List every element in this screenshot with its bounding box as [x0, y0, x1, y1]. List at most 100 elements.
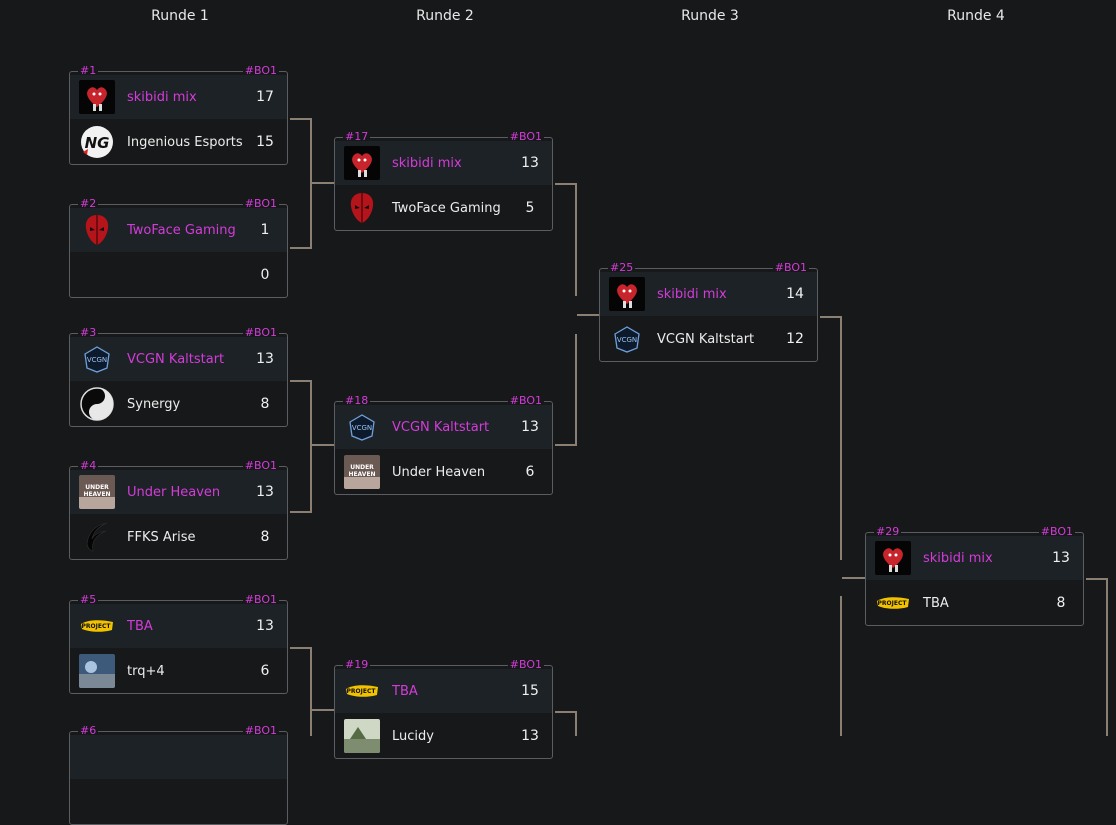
team-row[interactable]: Lucidy 13: [335, 714, 552, 758]
match-format: #BO1: [507, 130, 544, 144]
connector-line: [290, 647, 312, 649]
svg-text:VCGN: VCGN: [352, 424, 372, 432]
connector-line: [312, 709, 334, 711]
team-score: 13: [256, 351, 274, 367]
team-score: 8: [260, 396, 270, 412]
match-id: #25: [608, 261, 636, 275]
team-row[interactable]: FFKS Arise 8: [70, 515, 287, 559]
team-name[interactable]: trq+4: [127, 663, 165, 679]
project-logo: PROJECT: [344, 674, 380, 708]
team-score: 13: [521, 728, 539, 744]
match-id: #29: [874, 525, 902, 539]
team-name[interactable]: FFKS Arise: [127, 529, 196, 545]
match-id: #4: [78, 459, 99, 473]
team-score: 0: [260, 267, 270, 283]
team-row[interactable]: trq+4 6: [70, 649, 287, 693]
project-logo: PROJECT: [875, 586, 911, 620]
project-logo: PROJECT: [79, 609, 115, 643]
team-name[interactable]: skibidi mix: [923, 550, 993, 566]
team-score: 5: [525, 200, 535, 216]
connector-line: [290, 247, 312, 249]
match-format: #BO1: [242, 724, 279, 738]
match-card[interactable]: #6 #BO1: [69, 724, 288, 825]
team-name[interactable]: TBA: [127, 618, 153, 634]
team-row[interactable]: VCGN VCGN Kaltstart 13: [70, 337, 287, 381]
svg-text:UNDER: UNDER: [350, 464, 374, 471]
team-name[interactable]: Under Heaven: [392, 464, 486, 480]
team-row[interactable]: [70, 735, 287, 779]
team-score: 6: [260, 663, 270, 679]
team-name[interactable]: Lucidy: [392, 728, 434, 744]
vcgn-logo: VCGN: [79, 342, 115, 376]
team-name[interactable]: VCGN Kaltstart: [657, 331, 755, 347]
vcgn-logo: VCGN: [344, 410, 380, 444]
team-name[interactable]: skibidi mix: [657, 286, 727, 302]
match-format: #BO1: [242, 197, 279, 211]
connector-line: [310, 647, 312, 736]
connector-line: [555, 711, 577, 713]
connector-line: [840, 316, 842, 560]
connector-line: [820, 316, 842, 318]
team-row[interactable]: skibidi mix 14: [600, 272, 817, 316]
heart-logo: [609, 277, 645, 311]
team-row[interactable]: [70, 780, 287, 824]
heart-logo: [79, 80, 115, 114]
team-row[interactable]: TwoFace Gaming 5: [335, 186, 552, 230]
wing-logo: [79, 520, 115, 554]
team-name[interactable]: Synergy: [127, 396, 181, 412]
team-score: 8: [1056, 595, 1066, 611]
team-name[interactable]: Under Heaven: [127, 484, 221, 500]
match-id: #1: [78, 64, 99, 78]
svg-text:VCGN: VCGN: [87, 356, 107, 364]
team-name[interactable]: VCGN Kaltstart: [127, 351, 225, 367]
team-row[interactable]: Synergy 8: [70, 382, 287, 426]
match-format: #BO1: [1038, 525, 1075, 539]
team-row[interactable]: 0: [70, 253, 287, 297]
team-name[interactable]: skibidi mix: [127, 89, 197, 105]
connector-line: [555, 444, 577, 446]
team-name[interactable]: skibidi mix: [392, 155, 462, 171]
round-title-4: Runde 4: [947, 8, 1005, 24]
connector-line: [842, 577, 865, 579]
team-name[interactable]: TwoFace Gaming: [392, 200, 501, 216]
team-name[interactable]: TBA: [392, 683, 418, 699]
match-format: #BO1: [507, 394, 544, 408]
team-score: 14: [786, 286, 804, 302]
team-row[interactable]: PROJECT TBA 8: [866, 581, 1083, 625]
empty-logo: [79, 785, 115, 819]
svg-text:PROJECT: PROJECT: [878, 600, 908, 607]
empty-logo: [79, 740, 115, 774]
team-name[interactable]: TwoFace Gaming: [127, 222, 236, 238]
connector-line: [575, 183, 577, 296]
team-name[interactable]: TBA: [923, 595, 949, 611]
team-score: 8: [260, 529, 270, 545]
ng-logo: NG: [79, 125, 115, 159]
match-id: #6: [78, 724, 99, 738]
team-name[interactable]: VCGN Kaltstart: [392, 419, 490, 435]
team-name[interactable]: Ingenious Esports: [127, 134, 243, 150]
connector-line: [1086, 578, 1108, 580]
